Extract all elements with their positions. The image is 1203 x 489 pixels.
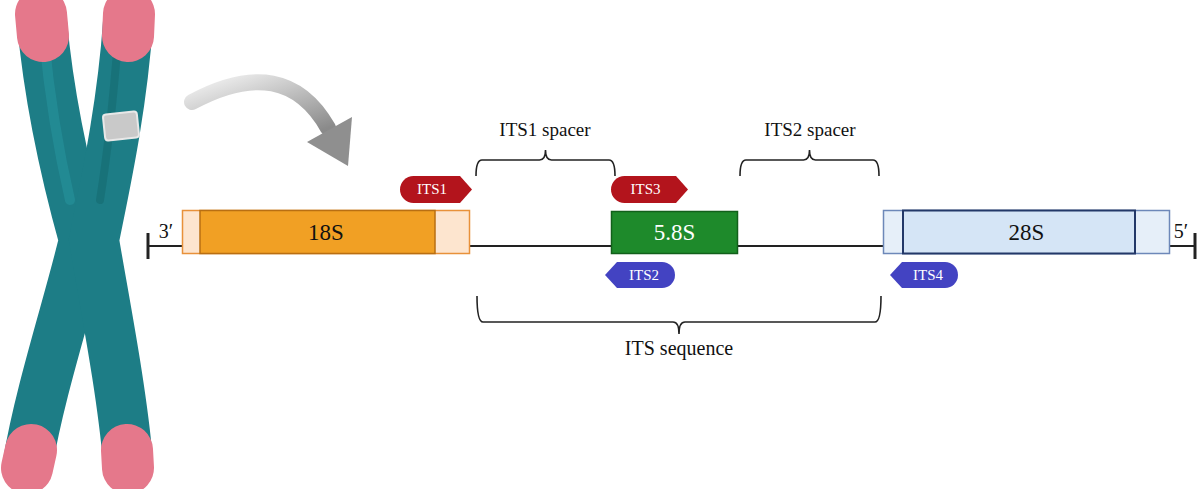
- node-label: ITS2: [629, 268, 659, 283]
- telomere: [41, 14, 43, 36]
- reverse-primer-arrow: ITS4: [890, 262, 958, 288]
- strand-end-label: 3′: [159, 221, 173, 241]
- telomere: [128, 14, 129, 36]
- strand-end-label: 5′: [1174, 221, 1188, 241]
- chromatid-highlight: [44, 38, 70, 200]
- node-label: ITS1: [417, 182, 447, 197]
- node-label: 18S: [308, 221, 344, 244]
- brace: [740, 150, 879, 176]
- spacer-label: ITS2 spacer: [764, 120, 855, 139]
- shape-outline: [612, 212, 738, 254]
- strand-end: [1194, 233, 1197, 259]
- node-label: 5.8S: [654, 221, 696, 244]
- node-label: 28S: [1009, 221, 1045, 244]
- shape-outline: [605, 262, 675, 288]
- chromosome: [27, 14, 139, 468]
- gene-region-box: 18S: [182, 210, 470, 254]
- gene-region-box: 5.8S: [611, 211, 738, 254]
- telomere: [127, 450, 128, 468]
- shape-outline: [884, 211, 1170, 254]
- brace: [477, 296, 881, 334]
- region-label: ITS sequence: [625, 338, 733, 358]
- shape-outline: [183, 211, 470, 254]
- forward-primer-arrow: ITS3: [611, 176, 688, 203]
- node-label: ITS3: [631, 182, 661, 197]
- gene-region-box: 28S: [883, 210, 1170, 254]
- chromatid: [94, 22, 128, 462]
- brackets: [476, 150, 881, 334]
- telomere: [27, 450, 31, 468]
- shape-outline: [200, 211, 435, 254]
- brace: [476, 150, 615, 176]
- shape-outline: [890, 262, 958, 288]
- reverse-primer-arrow: ITS2: [605, 262, 675, 288]
- forward-primer-arrow: ITS1: [400, 176, 472, 203]
- gene-locus: [103, 111, 140, 140]
- shape-outline: [400, 176, 472, 203]
- spacer-label: ITS1 spacer: [499, 120, 590, 139]
- node-label: ITS4: [913, 268, 943, 283]
- zoom-arrow: [192, 82, 352, 166]
- shape-outline: [611, 176, 688, 203]
- arrow-head: [307, 117, 352, 166]
- arrow-shaft: [192, 82, 328, 128]
- strand-end: [147, 233, 150, 259]
- shape-outline: [903, 211, 1135, 254]
